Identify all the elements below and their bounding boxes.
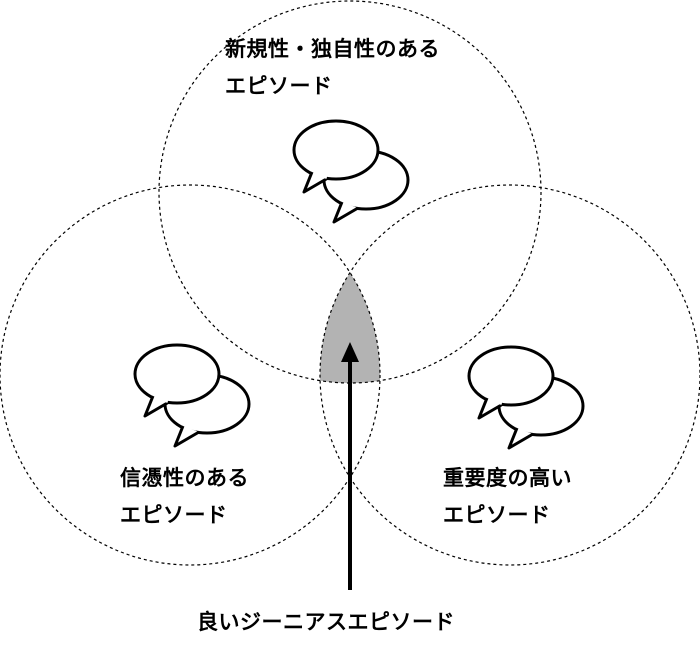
circle-top-label: 新規性・独自性のある エピソード (225, 31, 440, 105)
circle-left (0, 184, 381, 566)
arrow-head (341, 342, 359, 362)
speech-bubbles-icon (133, 343, 251, 448)
circle-top-label-line2: エピソード (225, 74, 333, 98)
circle-top-label-line1: 新規性・独自性のある (225, 37, 440, 61)
intersection-label: 良いジーニアスエピソード (197, 610, 455, 634)
circle-left-label-line1: 信憑性のある (120, 466, 249, 490)
circle-right-label: 重要度の高い エピソード (443, 460, 572, 534)
speech-bubbles-icon (467, 345, 585, 450)
circle-right-label-line1: 重要度の高い (443, 466, 572, 490)
circle-left-label-line2: エピソード (120, 503, 228, 527)
circle-left-label: 信憑性のある エピソード (120, 460, 249, 534)
circle-right-label-line2: エピソード (443, 503, 551, 527)
circle-right (319, 184, 700, 566)
speech-bubbles-icon (292, 119, 410, 224)
circle-top (158, 0, 542, 384)
